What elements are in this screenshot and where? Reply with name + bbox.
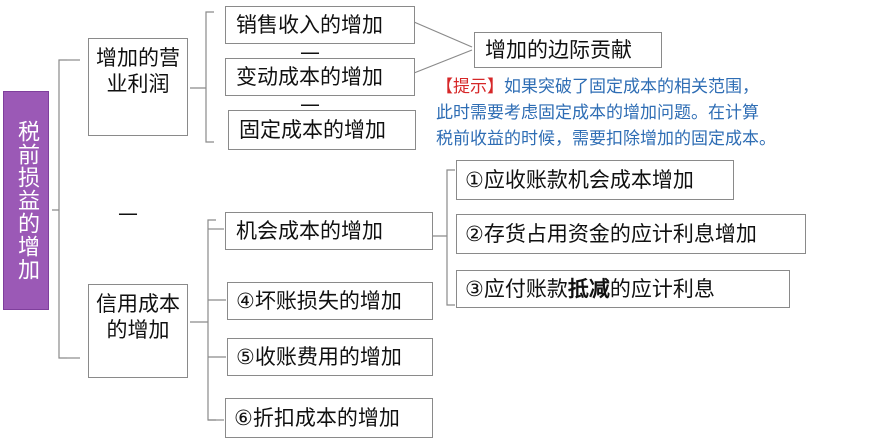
op-bracket	[190, 11, 214, 143]
credit-bracket	[190, 219, 216, 421]
node-opportunity-cost: 机会成本的增加	[225, 212, 433, 250]
hint-tag: 【提示】	[436, 77, 504, 97]
root-node: 税前损益的增加	[3, 91, 49, 310]
merge-line-top	[413, 21, 473, 48]
minus-operator-1: —	[300, 40, 320, 64]
payable-suffix: 的应计利息	[609, 277, 715, 301]
node-operating-profit: 增加的营业利润	[88, 38, 188, 136]
minus-operator-2: —	[300, 92, 320, 116]
hint-line-1: 如果突破了固定成本的相关范围，	[504, 77, 759, 97]
node-inventory-interest: ②存货占用资金的应计利息增加	[456, 214, 806, 254]
opp-bracket	[433, 169, 455, 306]
node-discount-cost: ⑥折扣成本的增加	[225, 398, 433, 438]
node-sales-revenue: 销售收入的增加	[225, 6, 415, 44]
node-credit-cost: 信用成本的增加	[88, 284, 188, 378]
hint-line-2: 此时需要考虑固定成本的增加问题。在计算	[436, 103, 759, 123]
node-receivable-opportunity-cost: ①应收账款机会成本增加	[456, 160, 734, 200]
node-payable-interest-offset: ③应付账款抵减的应计利息	[456, 270, 790, 308]
node-variable-cost: 变动成本的增加	[225, 58, 415, 96]
hint-line-3: 税前收益的时候，需要扣除增加的固定成本。	[436, 129, 776, 149]
node-marginal-contribution: 增加的边际贡献	[474, 32, 662, 68]
merge-line-bottom	[413, 49, 473, 74]
payable-offset-bold: 抵减	[567, 277, 610, 301]
node-fixed-cost: 固定成本的增加	[228, 110, 416, 150]
root-bracket	[52, 59, 67, 359]
node-collection-cost: ⑤收账费用的增加	[227, 338, 433, 376]
hint-note: 【提示】如果突破了固定成本的相关范围， 此时需要考虑固定成本的增加问题。在计算 …	[436, 74, 861, 152]
node-bad-debt-loss: ④坏账损失的增加	[227, 282, 433, 320]
payable-prefix: ③应付账款	[465, 277, 568, 301]
main-minus-operator: —	[118, 201, 138, 225]
